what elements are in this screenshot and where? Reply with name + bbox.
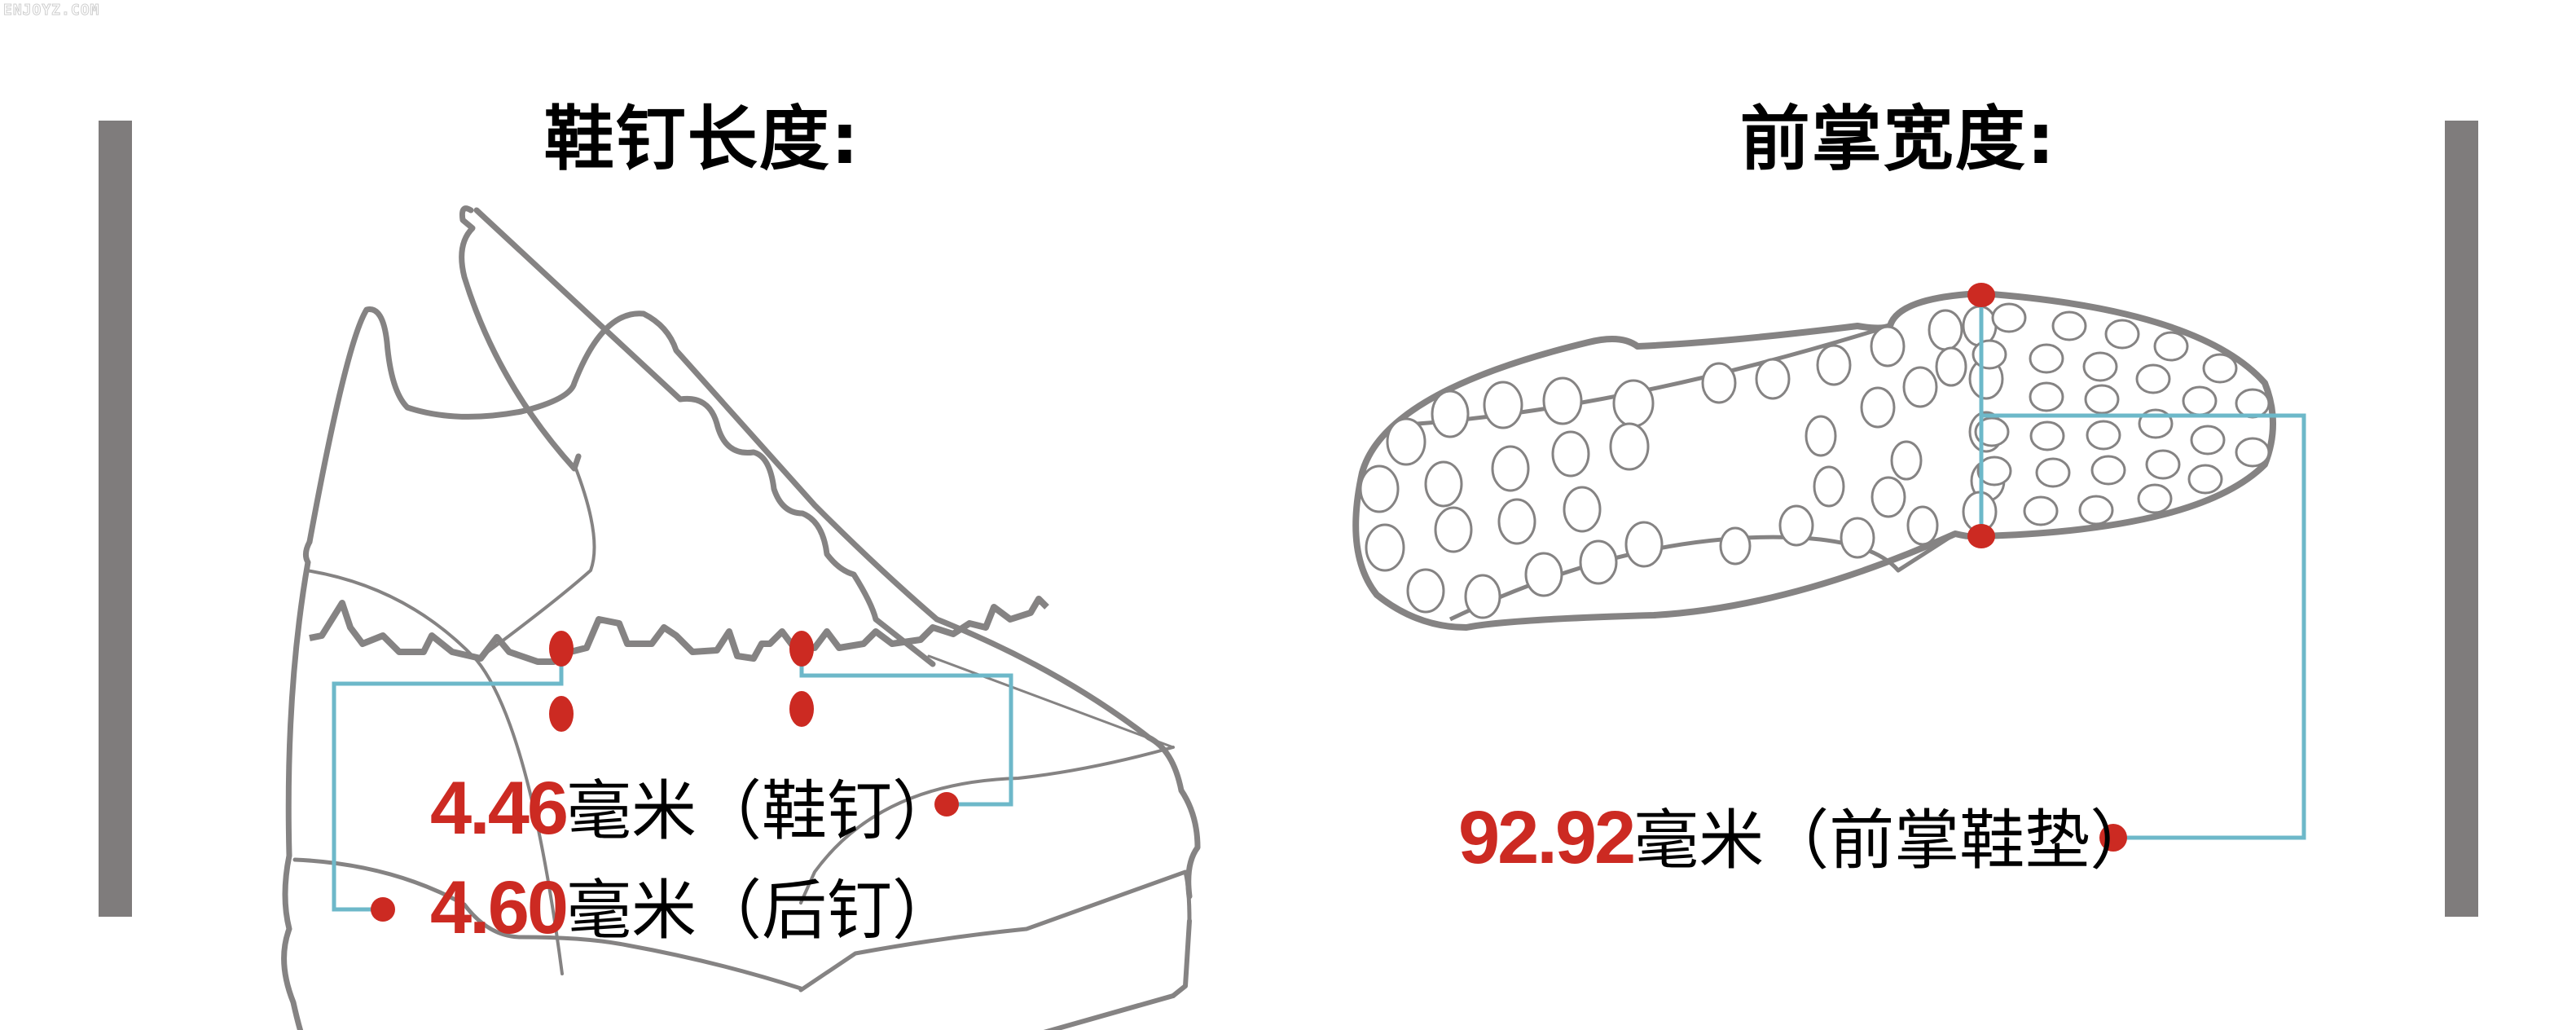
right-panel-title: 前掌宽度: [1739,99,2057,180]
shoe-side-view-illustration [281,205,1201,1030]
left-panel-title: 鞋钉长度: [543,99,861,180]
measurement-value: 92.92 [1458,796,1636,879]
measurement-label-front-stud: 4.46毫米（鞋钉） [430,771,957,846]
measurement-label-rear-stud: 4.60毫米（后钉） [430,870,957,945]
left-decorative-bar [99,121,132,917]
sole-stud-pattern [1359,302,2270,619]
measurement-value: 4.60 [430,866,569,949]
right-leader-lines [1979,293,2306,840]
measurement-value: 4.46 [430,767,569,850]
left-measurement-dots [371,631,959,922]
watermark: ENJOYZ.COM [2,2,100,20]
measurement-unit-text: 毫米（前掌鞋垫） [1633,803,2156,878]
shoe-side-cleats [309,596,1049,665]
measurement-unit-text: 毫米（鞋钉） [566,773,958,849]
measurement-unit-text: 毫米（后钉） [566,873,958,949]
right-decorative-bar [2445,121,2478,917]
measurement-label-forefoot-width: 92.92毫米（前掌鞋垫） [1458,800,2155,875]
right-measurement-dots [1967,283,2127,852]
